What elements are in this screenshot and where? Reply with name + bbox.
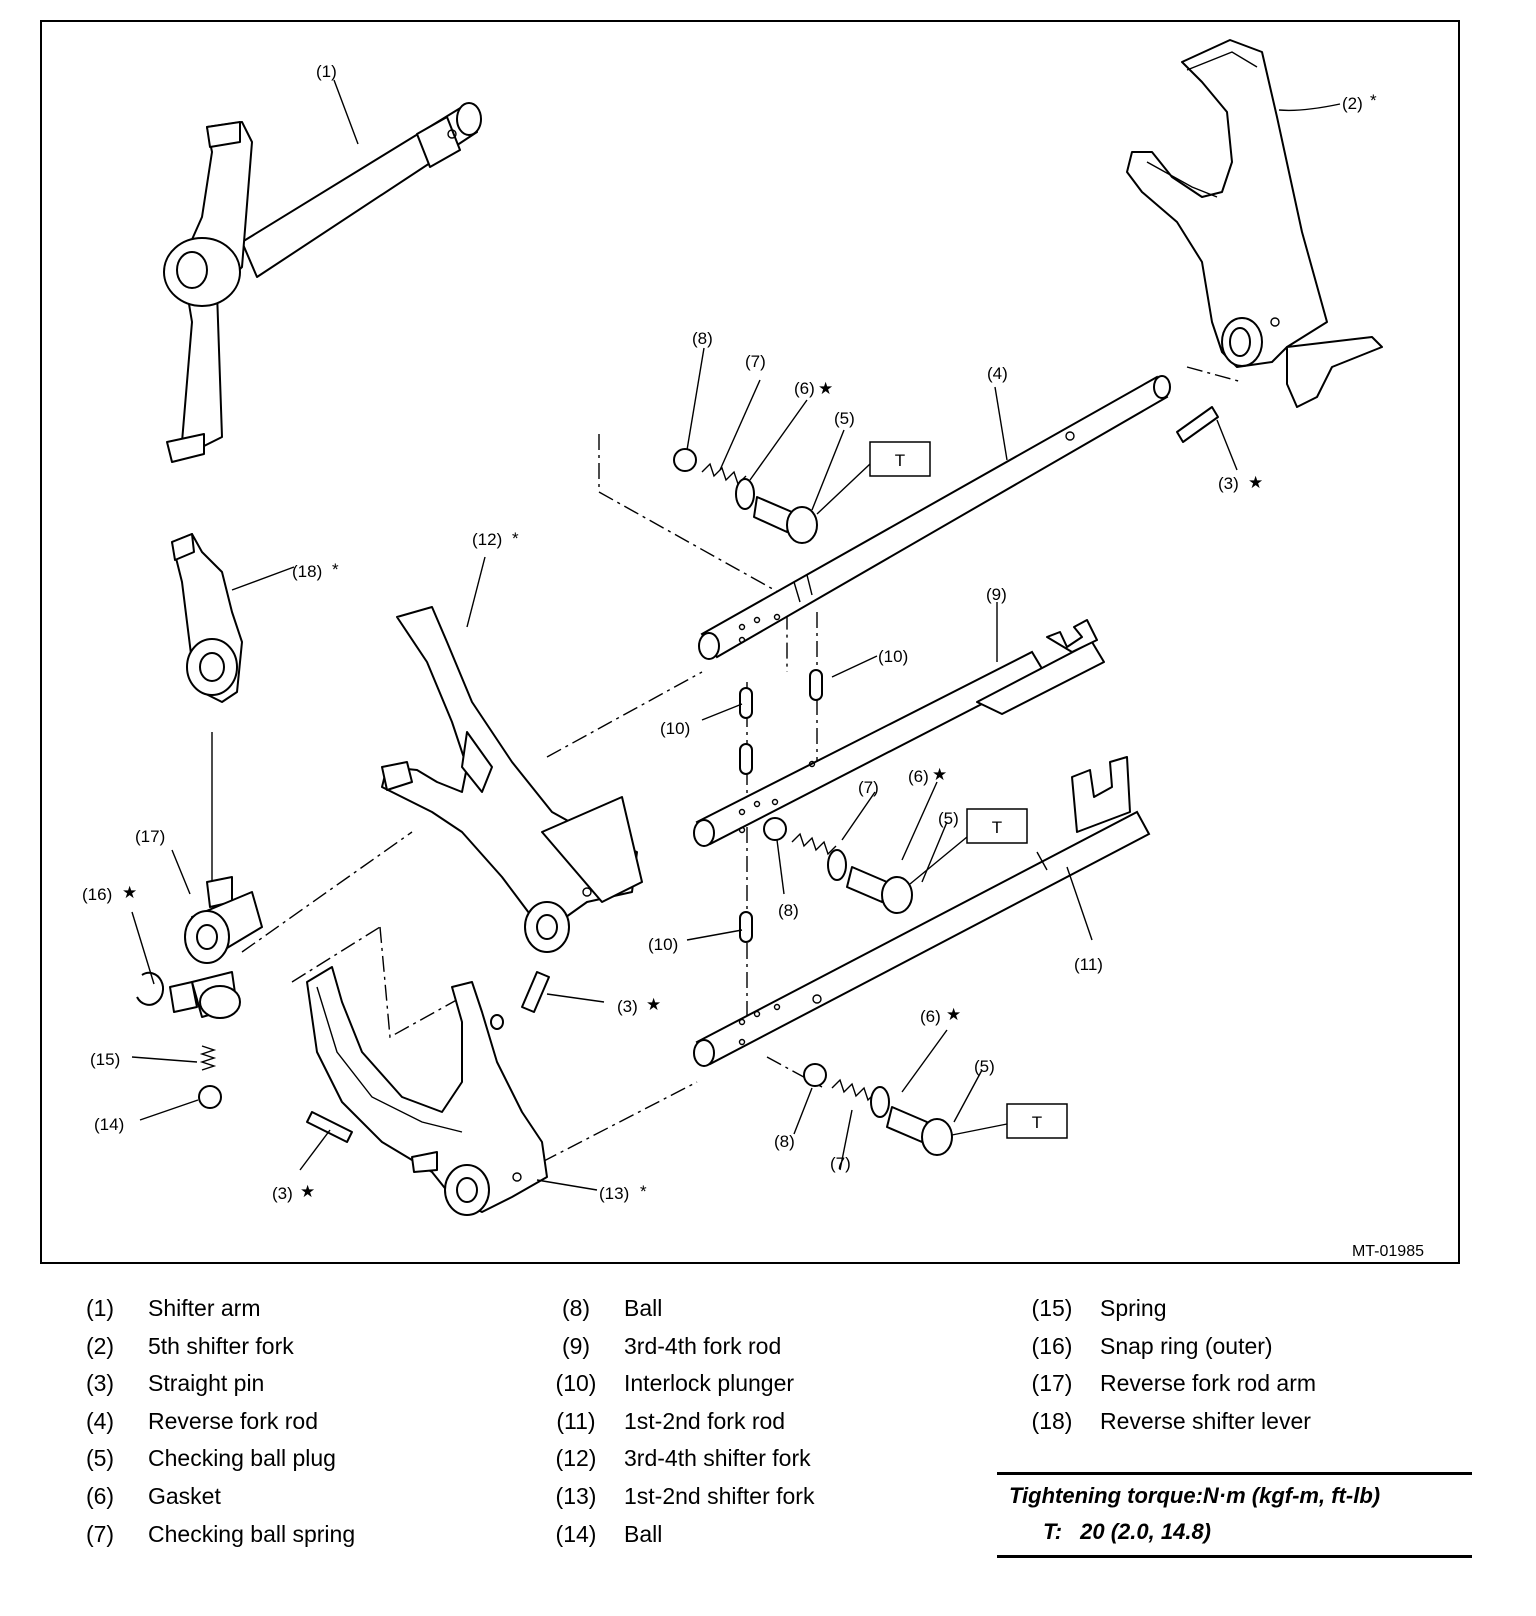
3rd-4th-fork-rod <box>693 619 1105 847</box>
checking-ball-set-bottom <box>803 1063 953 1156</box>
svg-text:(6): (6) <box>794 379 815 398</box>
svg-text:★: ★ <box>300 1182 315 1201</box>
legend-item: (9)3rd-4th fork rod <box>561 1332 782 1359</box>
snap-ring <box>136 971 165 1006</box>
svg-text:(3): (3) <box>617 997 638 1016</box>
torque-tag-bottom: T <box>951 1103 1068 1139</box>
1st-2nd-fork-rod <box>693 756 1151 1067</box>
torque-symbol: T: <box>1043 1519 1063 1544</box>
shifter-arm <box>163 102 482 463</box>
svg-text:(12): (12) <box>472 530 502 549</box>
svg-text:★: ★ <box>946 1005 961 1024</box>
torque-value-row: T: 20 (2.0, 14.8) <box>1043 1519 1229 1545</box>
spring-15 <box>199 1045 217 1071</box>
torque-title: Tightening torque:N·m (kgf-m, ft-lb) <box>1009 1483 1381 1508</box>
svg-text:(15): (15) <box>90 1050 120 1069</box>
legend-item: (1)Shifter arm <box>85 1295 261 1321</box>
svg-text:(9): (9) <box>986 585 1007 604</box>
legend-item: (14)Ball <box>555 1520 663 1547</box>
torque-tag-middle: T <box>909 808 1028 885</box>
legend-item: (8)Ball <box>561 1295 663 1321</box>
legend-item: (13)1st-2nd shifter fork <box>555 1482 815 1509</box>
svg-text:(6): (6) <box>908 767 929 786</box>
figure-id: MT-01985 <box>1352 1243 1424 1260</box>
svg-text:T: T <box>1032 1113 1042 1132</box>
svg-text:(1): (1) <box>316 62 337 81</box>
legend-item: (4)Reverse fork rod <box>85 1407 319 1434</box>
checking-ball-set-top <box>673 448 818 544</box>
torque-tag-top: T <box>816 441 931 515</box>
legend-item: (6)Gasket <box>85 1482 221 1509</box>
svg-text:(3): (3) <box>272 1184 293 1203</box>
legend-column-2: (8)Ball (9)3rd-4th fork rod (10)Interloc… <box>536 1290 976 1553</box>
svg-text:(16): (16) <box>82 885 112 904</box>
legend-item: (18)Reverse shifter lever <box>1031 1407 1311 1434</box>
svg-text:★: ★ <box>646 995 661 1014</box>
reverse-shifter-lever <box>171 533 243 703</box>
svg-text:(2): (2) <box>1342 94 1363 113</box>
svg-text:(17): (17) <box>135 827 165 846</box>
svg-text:(10): (10) <box>660 719 690 738</box>
svg-text:(18): (18) <box>292 562 322 581</box>
svg-text:T: T <box>895 451 905 470</box>
leader-lines <box>131 79 1341 1191</box>
svg-text:(5): (5) <box>938 809 959 828</box>
legend-item: (15)Spring <box>1031 1295 1167 1321</box>
svg-text:(10): (10) <box>648 935 678 954</box>
svg-text:(5): (5) <box>834 409 855 428</box>
legend-item: (11)1st-2nd fork rod <box>556 1407 786 1434</box>
legend-item: (3)Straight pin <box>85 1370 265 1397</box>
legend-item: (7)Checking ball spring <box>85 1520 356 1547</box>
svg-text:(7): (7) <box>858 778 879 797</box>
legend-column-3: (15)Spring (16)Snap ring (outer) (17)Rev… <box>1012 1290 1472 1440</box>
legend-item: (10)Interlock plunger <box>555 1370 795 1397</box>
exploded-view-diagram: T T T <box>40 20 1460 1264</box>
svg-text:(5): (5) <box>974 1057 995 1076</box>
checking-ball-set-middle <box>763 817 913 914</box>
reverse-fork-rod <box>698 375 1171 660</box>
reverse-fork-rod-arm <box>169 876 263 1019</box>
legend-item: (5)Checking ball plug <box>85 1445 336 1472</box>
svg-text:(8): (8) <box>692 329 713 348</box>
legend-item: (17)Reverse fork rod arm <box>1031 1370 1317 1397</box>
svg-text:*: * <box>512 529 519 548</box>
svg-text:(7): (7) <box>745 352 766 371</box>
svg-text:(8): (8) <box>774 1132 795 1151</box>
svg-text:*: * <box>332 560 339 579</box>
svg-text:(6): (6) <box>920 1007 941 1026</box>
svg-text:(7): (7) <box>830 1154 851 1173</box>
svg-text:*: * <box>1370 91 1377 110</box>
legend-item: (2)5th shifter fork <box>85 1332 294 1359</box>
5th-shifter-fork <box>1126 39 1383 408</box>
interlock-plungers <box>739 669 823 943</box>
svg-text:(14): (14) <box>94 1115 124 1134</box>
tightening-torque-box: Tightening torque:N·m (kgf-m, ft-lb) T: 2… <box>997 1472 1472 1558</box>
svg-text:★: ★ <box>1248 473 1263 492</box>
svg-text:★: ★ <box>932 765 947 784</box>
3rd-4th-shifter-fork <box>381 606 643 953</box>
svg-text:(11): (11) <box>1074 955 1103 974</box>
callout-labels: (1) (2) * (3) ★ (4) (5) (6) ★ (7) (8) (1… <box>82 62 1377 1203</box>
svg-text:(8): (8) <box>778 901 799 920</box>
svg-text:T: T <box>992 818 1002 837</box>
legend-item: (16)Snap ring (outer) <box>1031 1332 1273 1359</box>
svg-text:(10): (10) <box>878 647 908 666</box>
1st-2nd-shifter-fork <box>306 966 548 1216</box>
torque-value: 20 (2.0, 14.8) <box>1080 1519 1212 1544</box>
svg-text:(13): (13) <box>599 1184 629 1203</box>
svg-text:*: * <box>640 1182 647 1201</box>
svg-text:(3): (3) <box>1218 474 1239 493</box>
legend-item: (12)3rd-4th shifter fork <box>555 1445 811 1472</box>
legend-column-1: (1)Shifter arm (2)5th shifter fork (3)St… <box>60 1290 500 1553</box>
straight-pins <box>306 406 1219 1143</box>
svg-text:(4): (4) <box>987 364 1008 383</box>
svg-text:★: ★ <box>818 379 833 398</box>
ball-14 <box>198 1085 222 1109</box>
svg-text:★: ★ <box>122 883 137 902</box>
